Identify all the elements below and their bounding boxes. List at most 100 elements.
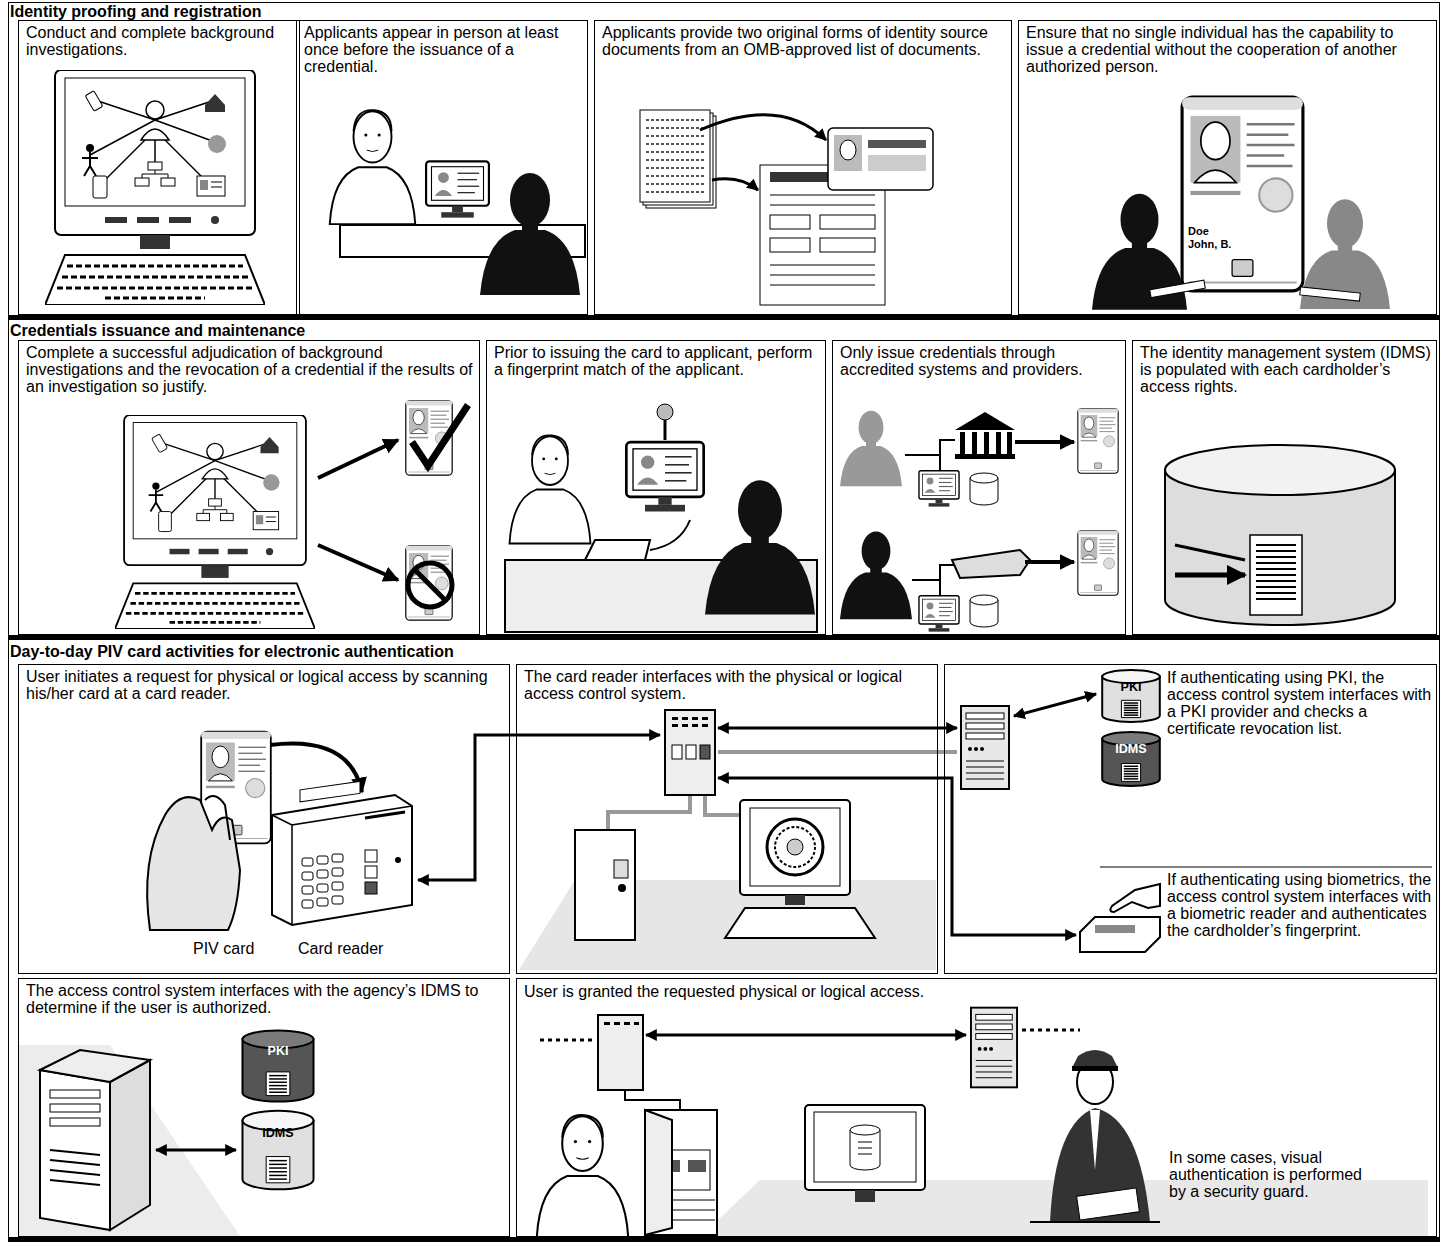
text-slot: The card reader interfaces with the phys…: [524, 668, 932, 702]
cylinder-shape: [1101, 669, 1161, 723]
text-slot: John, B.: [1188, 238, 1231, 251]
step-text: The card reader interfaces with the phys…: [524, 668, 932, 702]
step-text: User initiates a request for physical or…: [26, 668, 504, 702]
cylinder-part: [1124, 771, 1138, 773]
cylinder-part: [269, 1171, 287, 1173]
cylinder-part: [1124, 773, 1138, 775]
step-panel: Complete a successful adjudication of ba…: [18, 340, 480, 635]
step-text: In some cases, visual authentication is …: [1169, 1149, 1369, 1200]
text-slot: PKI: [1101, 681, 1161, 695]
step-text: Ensure that no single individual has the…: [1026, 24, 1431, 75]
text-slot: Doe: [1188, 225, 1209, 238]
database-label: PKI: [1101, 681, 1161, 695]
step-text: Applicants appear in person at least onc…: [304, 24, 582, 75]
step-panel: The card reader interfaces with the phys…: [516, 664, 938, 974]
step-panel: If authenticating using PKI, the access …: [944, 664, 1437, 974]
section-band: Identity proofing and registrationConduc…: [8, 2, 1440, 320]
step-panel: The access control system interfaces wit…: [18, 978, 510, 1237]
database-cylinder: IDMS: [1101, 731, 1161, 787]
cylinder-part: [1124, 702, 1138, 704]
step-text: Prior to issuing the card to applicant, …: [494, 344, 820, 378]
step-panel: Only issue credentials through accredite…: [832, 340, 1126, 635]
cylinder-part: [1124, 712, 1138, 714]
caption-label: Card reader: [298, 940, 383, 958]
text-slot: Conduct and complete background investig…: [26, 24, 294, 58]
database-label: IDMS: [241, 1127, 315, 1141]
caption-label: PIV card: [193, 940, 254, 958]
text-slot: IDMS: [241, 1127, 315, 1141]
text-slot: User is granted the requested physical o…: [524, 983, 1424, 1000]
step-panel: Applicants provide two original forms of…: [594, 20, 1012, 315]
database-cylinder: IDMS: [241, 1109, 315, 1191]
database-label: IDMS: [1101, 743, 1161, 757]
text-slot: Identity proofing and registration: [10, 3, 262, 20]
cylinder-part: [1124, 766, 1138, 768]
cylinder-part: [1124, 710, 1138, 712]
cylinder-part: [269, 1164, 287, 1166]
step-text: User is granted the requested physical o…: [524, 983, 1424, 1000]
cylinder-part: [269, 1082, 287, 1084]
text-slot: User initiates a request for physical or…: [26, 668, 504, 702]
step-panel: User initiates a request for physical or…: [18, 664, 510, 974]
text-slot: The identity management system (IDMS) is…: [1140, 344, 1431, 395]
text-slot: In some cases, visual authentication is …: [1169, 1149, 1369, 1200]
cylinder-part: [266, 1072, 290, 1096]
section-band: Credentials issuance and maintenanceComp…: [8, 320, 1440, 640]
database-label: PKI: [241, 1045, 315, 1059]
text-slot: Applicants appear in person at least onc…: [304, 24, 582, 75]
database-cylinder: PKI: [1101, 669, 1161, 723]
step-text: If authenticating using biometrics, the …: [1167, 871, 1433, 939]
cylinder-part: [269, 1078, 287, 1080]
cylinder-part: [1124, 768, 1138, 770]
cylinder-shape: [241, 1109, 315, 1191]
database-cylinder: PKI: [241, 1029, 315, 1103]
cylinder-part: [1124, 705, 1138, 707]
cylinder-part: [1121, 763, 1140, 781]
text-slot: If authenticating using biometrics, the …: [1167, 871, 1433, 939]
cylinder-part: [1124, 776, 1138, 778]
band-heading: Day-to-day PIV card activities for elect…: [10, 643, 454, 660]
step-text: Complete a successful adjudication of ba…: [26, 344, 474, 395]
band-heading: Identity proofing and registration: [10, 3, 262, 20]
text-slot: IDMS: [1101, 743, 1161, 757]
cylinder-part: [266, 1157, 290, 1183]
cylinder-part: [269, 1167, 287, 1169]
text-slot: Credentials issuance and maintenance: [10, 322, 305, 339]
cylinder-part: [269, 1178, 287, 1180]
step-text: Conduct and complete background investig…: [26, 24, 294, 58]
card-name: Doe: [1188, 225, 1209, 238]
text-slot: Ensure that no single individual has the…: [1026, 24, 1431, 75]
cylinder-part: [269, 1160, 287, 1162]
step-text: Only issue credentials through accredite…: [840, 344, 1120, 378]
text-slot: Complete a successful adjudication of ba…: [26, 344, 474, 395]
step-panel: Prior to issuing the card to applicant, …: [486, 340, 826, 635]
text-slot: Prior to issuing the card to applicant, …: [494, 344, 820, 378]
cylinder-part: [1124, 778, 1138, 780]
text-slot: PKI: [241, 1045, 315, 1059]
band-heading: Credentials issuance and maintenance: [10, 322, 305, 339]
text-slot: Only issue credentials through accredite…: [840, 344, 1120, 378]
cylinder-part: [1124, 714, 1138, 716]
step-text: Applicants provide two original forms of…: [602, 24, 1006, 58]
cylinder-part: [1121, 700, 1140, 717]
text-slot: Card reader: [298, 940, 383, 958]
step-text: If authenticating using PKI, the access …: [1167, 669, 1433, 737]
cylinder-part: [269, 1085, 287, 1087]
step-text: The access control system interfaces wit…: [26, 982, 504, 1016]
text-slot: The access control system interfaces wit…: [26, 982, 504, 1016]
cylinder-part: [1124, 707, 1138, 709]
text-slot: If authenticating using PKI, the access …: [1167, 669, 1433, 737]
cylinder-part: [269, 1088, 287, 1090]
step-text: The identity management system (IDMS) is…: [1140, 344, 1431, 395]
text-slot: PIV card: [193, 940, 254, 958]
card-name: John, B.: [1188, 238, 1231, 251]
cylinder-shape: [1101, 731, 1161, 787]
cylinder-part: [269, 1092, 287, 1094]
step-panel: The identity management system (IDMS) is…: [1132, 340, 1437, 635]
text-slot: Day-to-day PIV card activities for elect…: [10, 643, 454, 660]
step-panel: Applicants appear in person at least onc…: [296, 20, 588, 315]
cylinder-part: [269, 1175, 287, 1177]
cylinder-part: [269, 1075, 287, 1077]
